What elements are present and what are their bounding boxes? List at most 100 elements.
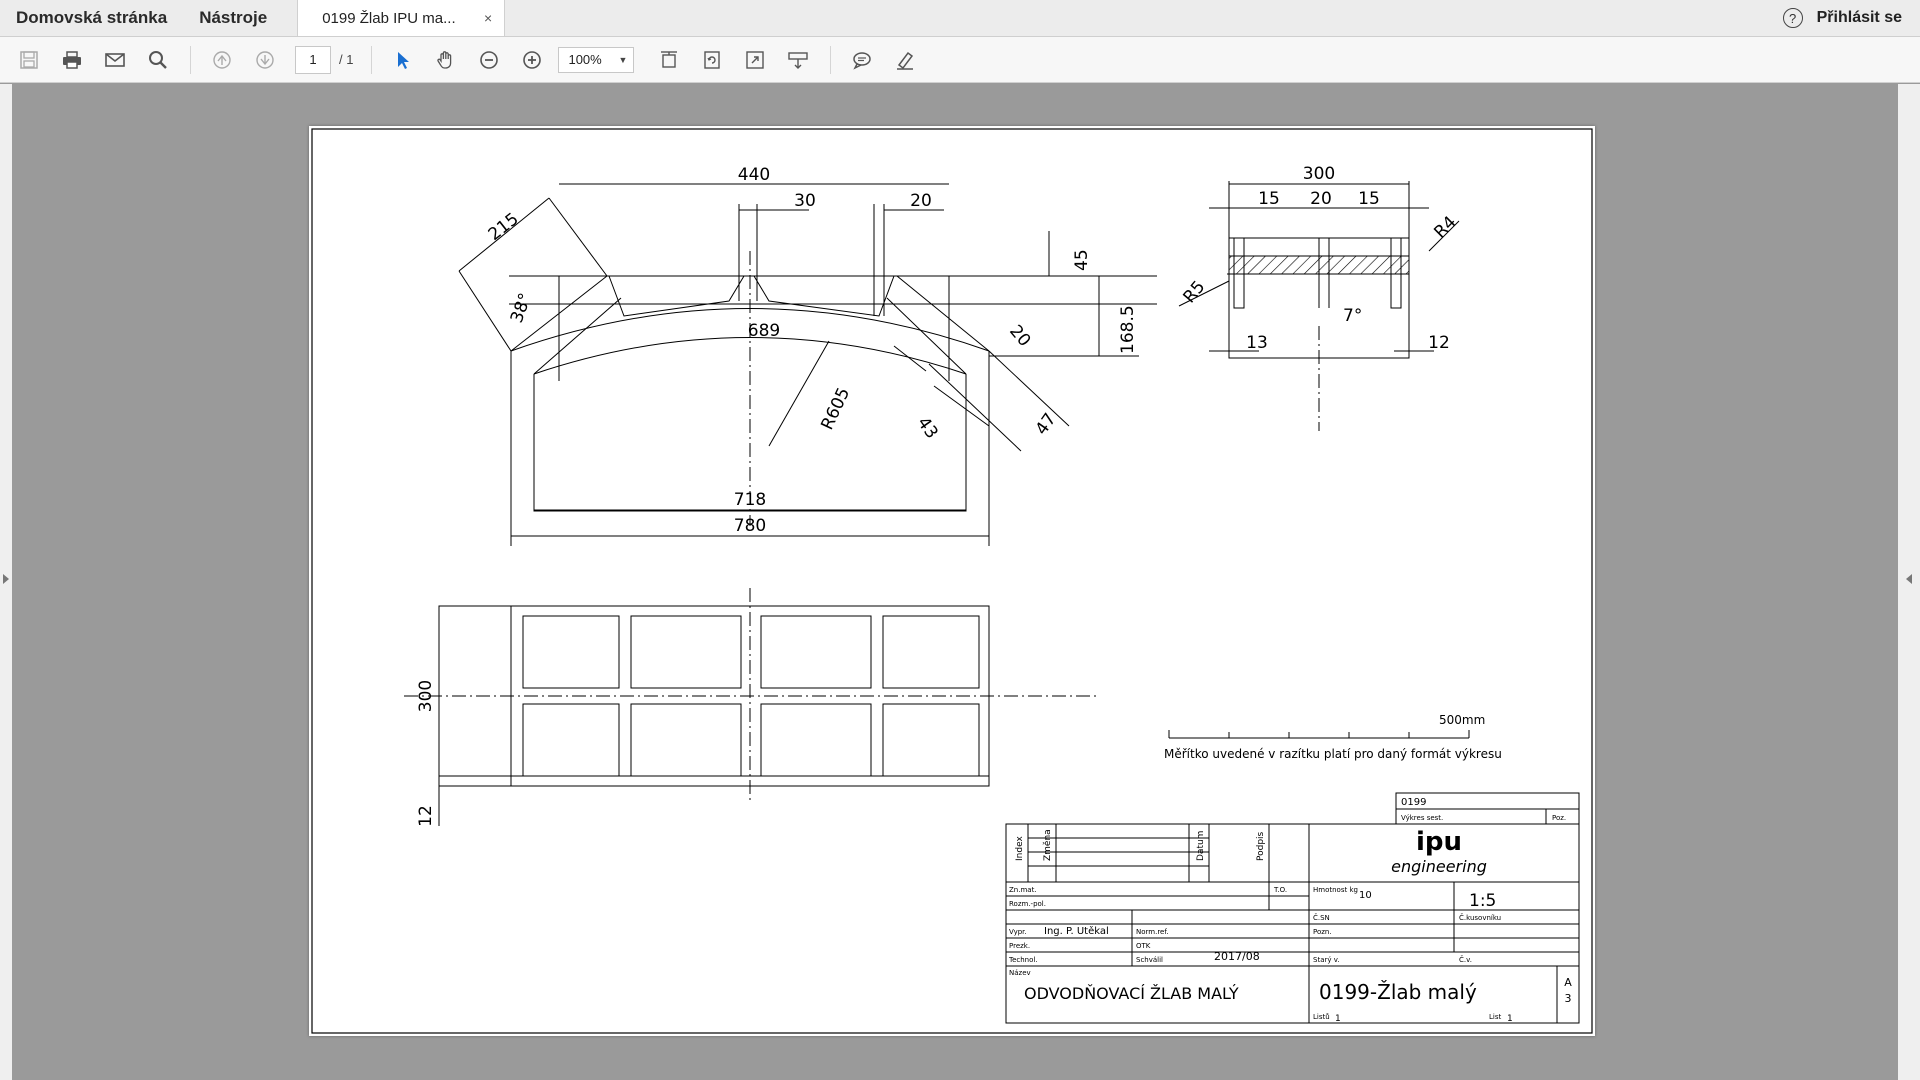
tb-listu-value: 1 bbox=[1335, 1014, 1341, 1024]
zoom-value: 100% bbox=[568, 52, 602, 67]
tb-otk: OTK bbox=[1136, 942, 1151, 950]
logo-engineering: engineering bbox=[1391, 857, 1487, 876]
tb-format: A bbox=[1564, 976, 1572, 989]
hand-tool-icon[interactable] bbox=[429, 44, 463, 76]
rotate-icon[interactable] bbox=[695, 44, 729, 76]
tab-bar: Domovská stránka Nástroje 0199 Žlab IPU … bbox=[0, 0, 1920, 37]
tb-code: 0199-Žlab malý bbox=[1319, 980, 1477, 1004]
tb-vykres-sest: Výkres sest. bbox=[1401, 814, 1443, 822]
dim-15a: 15 bbox=[1258, 189, 1280, 209]
dim-20: 20 bbox=[910, 191, 932, 211]
tb-col-index: Index bbox=[1015, 836, 1025, 861]
tb-prezk: Prezk. bbox=[1009, 942, 1030, 950]
tb-scale: 1:5 bbox=[1469, 891, 1496, 911]
pdf-page: 440 30 20 215 38° 689 45 168.5 20 R605 4… bbox=[309, 126, 1595, 1036]
dim-r4: R4 bbox=[1430, 212, 1460, 242]
fit-page-icon[interactable] bbox=[652, 44, 686, 76]
dim-689: 689 bbox=[748, 321, 780, 341]
page-number-input[interactable]: 1 bbox=[295, 45, 331, 74]
search-icon[interactable] bbox=[141, 44, 175, 76]
tb-normref: Norm.ref. bbox=[1136, 928, 1169, 936]
dim-7-deg: 7° bbox=[1343, 306, 1362, 326]
tb-number: 0199 bbox=[1401, 797, 1426, 808]
highlight-pen-icon[interactable] bbox=[888, 44, 922, 76]
dim-43: 43 bbox=[913, 413, 942, 442]
zoom-in-icon[interactable] bbox=[515, 44, 549, 76]
tb-listu: Listů bbox=[1313, 1013, 1330, 1021]
tb-vypr-value: Ing. P. Utěkal bbox=[1044, 925, 1109, 937]
select-arrow-icon[interactable] bbox=[386, 44, 420, 76]
tb-name: ODVODŇOVACÍ ŽLAB MALÝ bbox=[1024, 984, 1239, 1003]
toolbar-separator bbox=[190, 45, 191, 74]
page-scroll-icon[interactable] bbox=[781, 44, 815, 76]
login-link[interactable]: Přihlásit se bbox=[1816, 9, 1902, 26]
tb-stary: Starý v. bbox=[1313, 956, 1340, 964]
scale-bar-label: 500mm bbox=[1439, 713, 1485, 727]
tb-format-number: 3 bbox=[1565, 992, 1572, 1005]
tb-technol: Technol. bbox=[1008, 956, 1038, 964]
chevron-left-icon bbox=[1906, 574, 1912, 584]
tb-poz: Poz. bbox=[1552, 814, 1566, 822]
zoom-out-icon[interactable] bbox=[472, 44, 506, 76]
close-icon[interactable]: × bbox=[484, 10, 493, 26]
dim-780: 780 bbox=[734, 516, 766, 536]
dim-20b: 20 bbox=[1005, 321, 1034, 350]
tb-csn: Č.SN bbox=[1313, 913, 1330, 922]
toolbar-separator bbox=[371, 45, 373, 74]
fullscreen-icon[interactable] bbox=[738, 44, 772, 76]
zoom-select[interactable]: 100% ▼ bbox=[558, 46, 635, 73]
scale-note: Měřítko uvedené v razítku platí pro daný… bbox=[1164, 747, 1502, 761]
tb-list: List bbox=[1489, 1013, 1501, 1021]
tb-schvalil: Schválil bbox=[1136, 956, 1163, 964]
toolbar-separator bbox=[830, 45, 832, 74]
dim-215: 215 bbox=[485, 209, 523, 245]
print-icon[interactable] bbox=[55, 44, 89, 76]
email-icon[interactable] bbox=[98, 44, 132, 76]
left-panel-toggle[interactable] bbox=[0, 84, 12, 1080]
tb-col-podpis: Podpis bbox=[1256, 831, 1266, 861]
chevron-down-icon: ▼ bbox=[618, 54, 628, 65]
tb-col-datum: Datum bbox=[1196, 831, 1206, 861]
tab-spacer bbox=[505, 0, 1782, 36]
tb-date: 2017/08 bbox=[1214, 950, 1260, 963]
technical-drawing: 440 30 20 215 38° 689 45 168.5 20 R605 4… bbox=[311, 128, 1593, 1034]
dim-20c: 20 bbox=[1310, 189, 1332, 209]
dim-300: 300 bbox=[1303, 164, 1335, 184]
dim-718: 718 bbox=[734, 490, 766, 510]
chevron-right-icon bbox=[3, 574, 9, 584]
dim-r605: R605 bbox=[817, 385, 854, 434]
tb-col-zmena: Změna bbox=[1043, 829, 1053, 861]
dim-15b: 15 bbox=[1358, 189, 1380, 209]
dim-12-vertical: 12 bbox=[416, 805, 436, 827]
dim-12: 12 bbox=[1428, 333, 1450, 353]
dim-440: 440 bbox=[738, 165, 770, 185]
help-icon[interactable]: ? bbox=[1782, 8, 1803, 28]
tb-hmotnost-value: 10 bbox=[1359, 890, 1372, 901]
dim-300-vertical: 300 bbox=[416, 680, 436, 712]
dim-r5: R5 bbox=[1180, 277, 1210, 307]
header-right: ? Přihlásit se bbox=[1782, 0, 1920, 36]
right-panel-toggle[interactable] bbox=[1898, 84, 1920, 1080]
dim-30: 30 bbox=[794, 191, 816, 211]
tb-znmat: Zn.mat. bbox=[1009, 886, 1037, 894]
hatched-section bbox=[1228, 255, 1410, 275]
page-total: / 1 bbox=[339, 52, 354, 67]
dim-38-deg: 38° bbox=[507, 291, 536, 326]
save-icon[interactable] bbox=[12, 44, 46, 76]
tb-ckus: Č.kusovníku bbox=[1459, 913, 1501, 922]
dim-13: 13 bbox=[1246, 333, 1268, 353]
comment-icon[interactable] bbox=[845, 44, 879, 76]
tab-home[interactable]: Domovská stránka bbox=[16, 8, 168, 27]
document-tab-label: 0199 Žlab IPU ma... bbox=[322, 9, 456, 27]
tb-nazev: Název bbox=[1009, 969, 1031, 977]
page-down-icon[interactable] bbox=[248, 44, 282, 76]
tb-cv: Č.v. bbox=[1459, 955, 1472, 964]
page-up-icon[interactable] bbox=[205, 44, 239, 76]
toolbar: 1 / 1 100% ▼ bbox=[0, 37, 1920, 83]
tb-rozm: Rozm.-pol. bbox=[1009, 900, 1046, 908]
tb-hmotnost: Hmotnost kg bbox=[1313, 886, 1358, 894]
tab-tools[interactable]: Nástroje bbox=[199, 8, 268, 27]
tb-vypr: Vypr. bbox=[1009, 928, 1027, 936]
tb-to: T.O. bbox=[1273, 886, 1287, 894]
tab-document[interactable]: 0199 Žlab IPU ma... × bbox=[297, 0, 506, 36]
